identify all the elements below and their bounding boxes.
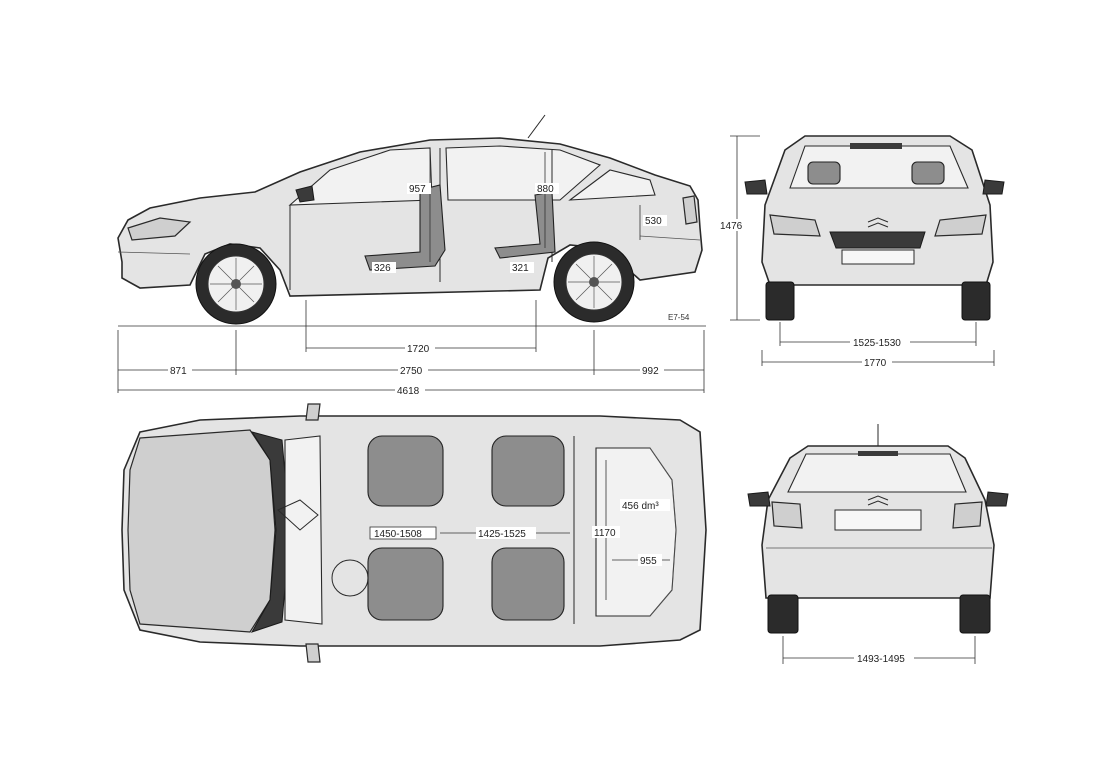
front-elbow-width-label: 1450-1508 (374, 529, 422, 540)
front-tyre-right (961, 281, 991, 321)
headlight-side (127, 217, 192, 241)
rear-track-label: 1493-1495 (857, 654, 905, 665)
antenna (527, 114, 546, 139)
rear-headroom-label: 880 (537, 184, 554, 195)
gear-badge (277, 499, 319, 531)
boot-width-label: 955 (640, 556, 657, 567)
boot-sill-label: 530 (645, 216, 662, 227)
rear-plate (834, 509, 922, 531)
dashboard-top (284, 435, 323, 625)
taillight-side (682, 195, 698, 225)
rear-seat-left (491, 435, 565, 507)
rear-tyre-right (959, 594, 991, 634)
rear-mirror-left (747, 491, 771, 507)
front-seat-height-label: 326 (374, 263, 391, 274)
front-seat-right (367, 547, 444, 621)
boot-length-label: 1170 (594, 528, 616, 539)
headlight-right (934, 214, 987, 237)
wheelbase-label: 2750 (400, 366, 423, 377)
cabin-length-label: 1720 (407, 344, 430, 355)
rear-window (787, 453, 967, 493)
front-badge (867, 217, 889, 228)
mirror-top-right (305, 643, 321, 663)
front-headroom-label: 957 (409, 184, 426, 195)
bonnet (127, 429, 276, 633)
mirror-left (744, 179, 768, 195)
rear-badge (867, 495, 889, 506)
front-track-label: 1525-1530 (853, 338, 901, 349)
taillight-left (771, 501, 803, 529)
front-headrest-right (911, 161, 945, 185)
overall-width-label: 1770 (864, 358, 887, 369)
overall-length-label: 4618 (397, 386, 420, 397)
rear-wheel-side (553, 241, 635, 323)
top-view: 1450-1508 1425-1525 1170 955 456 dm³ (121, 403, 707, 663)
plate-code: E7-54 (668, 313, 690, 322)
rear-seat-height-label: 321 (512, 263, 529, 274)
rear-quarter-window (568, 169, 656, 201)
front-tyre-left (765, 281, 795, 321)
side-view: 957 880 530 326 321 E7-54 1720 871 2750 … (117, 114, 706, 397)
front-wheel-side (195, 243, 277, 325)
front-height-label: 1476 (720, 221, 743, 232)
rear-mirror-right (985, 491, 1009, 507)
front-grille (829, 231, 926, 249)
side-window-front (288, 147, 433, 206)
side-mirror (295, 185, 315, 203)
rear-tyre-left (767, 594, 799, 634)
front-plate (841, 249, 915, 265)
rear-seat-right (491, 547, 565, 621)
rear-elbow-width-label: 1425-1525 (478, 529, 526, 540)
mirror-right (982, 179, 1005, 195)
front-overhang-label: 871 (170, 366, 187, 377)
front-seat-side (364, 184, 446, 271)
boot-volume-label: 456 dm³ (622, 501, 659, 512)
mirror-top-left (305, 403, 321, 421)
headlight-left (769, 214, 821, 237)
front-view: 1476 1525-1530 1770 (718, 135, 1005, 369)
front-seat-left (367, 435, 444, 507)
rear-view: 1493-1495 (747, 424, 1009, 665)
side-window-rear (445, 145, 602, 201)
rear-overhang-label: 992 (642, 366, 659, 377)
front-headrest-left (807, 161, 841, 185)
taillight-right (952, 501, 983, 529)
